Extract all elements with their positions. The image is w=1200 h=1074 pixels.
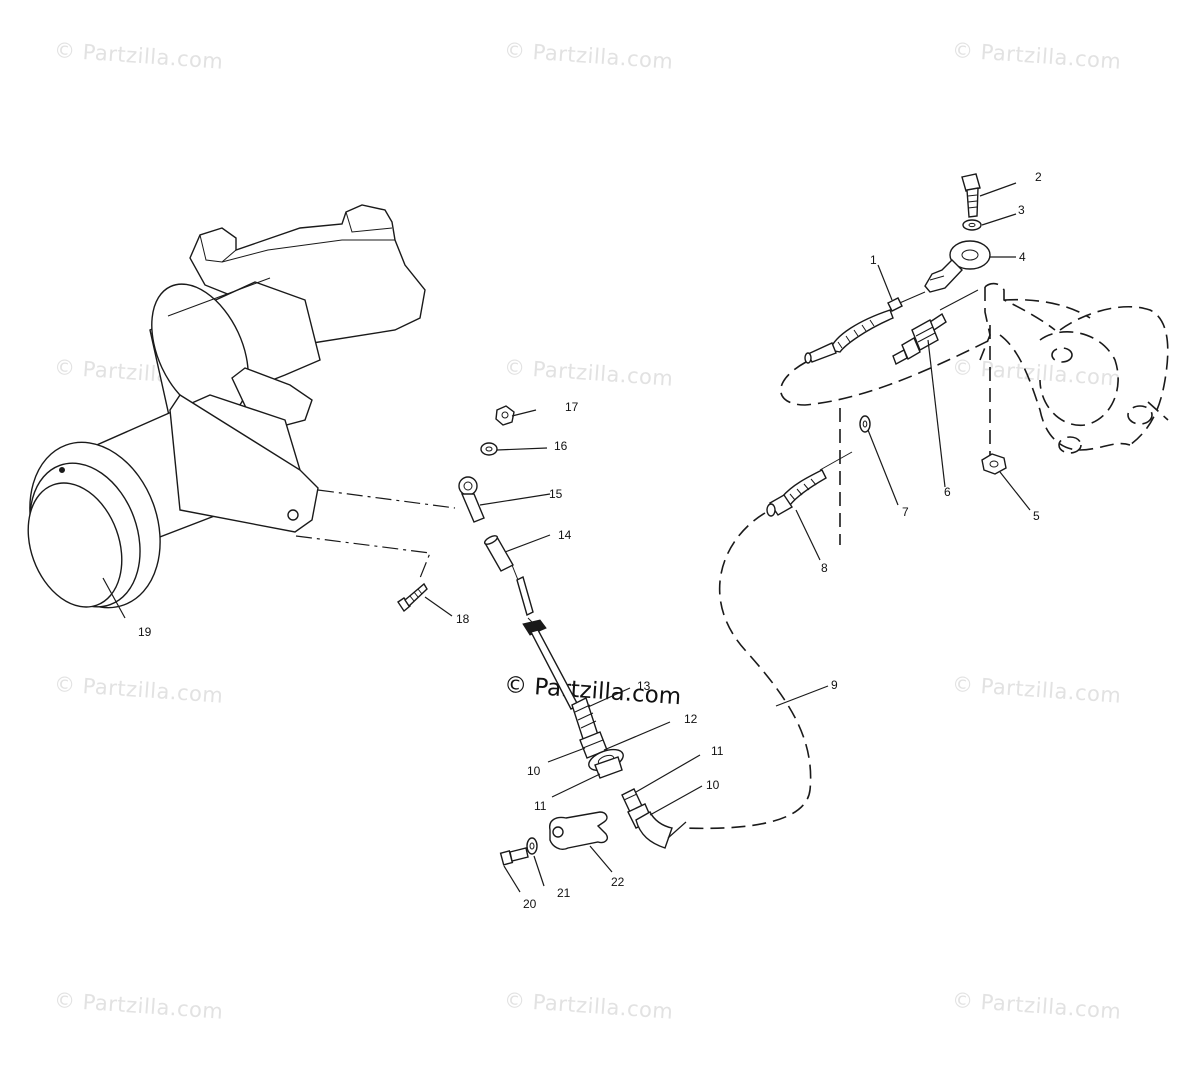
cable-end-1	[804, 291, 926, 364]
nut-17	[495, 405, 515, 426]
cable-path-upper	[779, 339, 991, 406]
washer-3	[962, 219, 982, 231]
callout-17: 17	[565, 400, 579, 414]
callout-6: 6	[944, 485, 951, 499]
callout-4: 4	[1019, 250, 1026, 264]
callout-15: 15	[549, 487, 563, 501]
phantom-carburetor	[979, 282, 1169, 454]
callout-1: 1	[870, 253, 877, 267]
cable-adjuster-13	[571, 697, 599, 743]
callout-14: 14	[558, 528, 572, 542]
rod-end-4	[924, 240, 991, 293]
steering-column-housing	[27, 204, 426, 609]
cable-inner-rod	[511, 564, 579, 710]
nut-5	[981, 453, 1007, 475]
callout-22: 22	[611, 875, 625, 889]
jam-nut-11	[594, 756, 623, 779]
bolt-2	[961, 173, 981, 218]
cable-lower-fitting	[621, 788, 687, 849]
sleeve-14	[483, 535, 514, 572]
cable-9	[683, 512, 812, 830]
callout-16: 16	[554, 439, 568, 453]
jam-nut-10	[579, 731, 608, 759]
leader-lines	[102, 182, 1031, 893]
bolt-18	[397, 582, 428, 613]
washer-16	[480, 442, 498, 456]
cable-end-8	[766, 451, 853, 517]
callout-2: 2	[1035, 170, 1042, 184]
callout-7: 7	[902, 505, 909, 519]
bracket-22	[549, 811, 608, 850]
callout-5: 5	[1033, 509, 1040, 523]
washer-21	[526, 837, 538, 855]
callout-8: 8	[821, 561, 828, 575]
cable-adjuster-6	[892, 289, 979, 366]
bolt-20	[499, 847, 529, 866]
callout-20: 20	[523, 897, 537, 911]
callout-18: 18	[456, 612, 470, 626]
alignment-line	[295, 535, 431, 579]
callout-11-right: 11	[711, 744, 724, 758]
callout-13: 13	[637, 679, 651, 693]
callout-10-lower: 10	[706, 778, 720, 792]
callout-11-left: 11	[534, 799, 547, 813]
callout-12: 12	[684, 712, 698, 726]
callout-3: 3	[1018, 203, 1025, 217]
callout-21: 21	[557, 886, 571, 900]
rod-end-15	[458, 476, 485, 523]
callout-10-upper: 10	[527, 764, 541, 778]
callout-9: 9	[831, 678, 838, 692]
washer-7	[859, 415, 871, 433]
alignment-line	[317, 489, 456, 509]
callout-19: 19	[138, 625, 152, 639]
